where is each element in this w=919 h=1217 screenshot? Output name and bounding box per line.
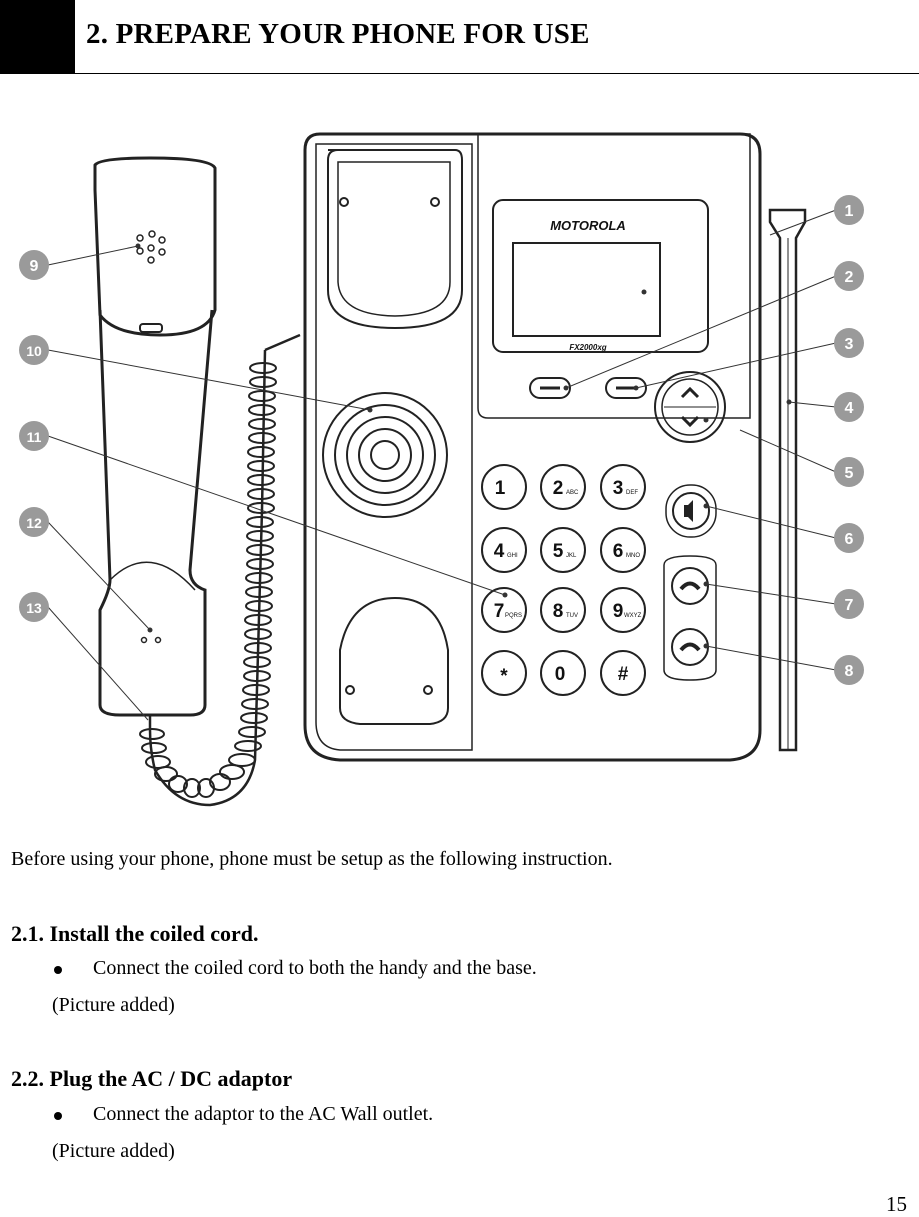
svg-text:4: 4 [845,400,854,417]
bullet-text: Connect the adaptor to the AC Wall outle… [93,1103,434,1125]
bullet-dot [54,966,62,974]
svg-text:2: 2 [553,478,564,499]
speaker-grill [322,392,448,518]
svg-text:MNO: MNO [626,553,640,559]
cradle-bottom [339,596,449,725]
callout-5 [834,457,864,487]
svg-text:7: 7 [845,597,854,614]
handset [93,156,217,717]
svg-text:5: 5 [553,541,564,562]
callout-12 [19,507,49,537]
callout-11 [19,421,49,451]
keypad [481,464,646,696]
callout-4 [834,392,864,422]
svg-text:11: 11 [27,429,42,445]
svg-text:WXYZ: WXYZ [624,613,642,619]
lcd-screen [512,242,661,337]
svg-text:3: 3 [613,478,624,499]
picture-note: (Picture added) [52,994,175,1016]
callout-3 [834,328,864,358]
callout-13 [19,592,49,622]
callout-6 [834,523,864,553]
section-heading-install-cord: 2.1. Install the coiled cord. [11,921,259,946]
speaker-key [672,492,710,530]
bullet-dot [54,1112,62,1120]
end-key [671,628,709,666]
phone-base-inner [315,143,473,751]
header-rule [75,73,919,74]
cradle-top [327,149,463,330]
svg-text:8: 8 [845,663,854,680]
svg-text:PQRS: PQRS [505,613,522,619]
svg-text:1: 1 [495,478,506,499]
display-bezel [492,199,709,353]
section-heading-plug-adaptor: 2.2. Plug the AC / DC adaptor [11,1066,293,1091]
left-soft-key [529,377,571,399]
display-panel [477,133,751,419]
svg-text:9: 9 [30,258,39,275]
svg-text:1: 1 [845,203,854,220]
svg-text:7: 7 [494,601,505,622]
svg-text:3: 3 [845,336,854,353]
svg-text:DEF: DEF [626,490,638,496]
svg-text:GHI: GHI [507,553,518,559]
header-black-block [0,0,75,74]
svg-text:6: 6 [845,531,854,548]
svg-text:0: 0 [555,664,566,685]
svg-text:13: 13 [26,600,42,616]
svg-text:JKL: JKL [566,553,577,559]
svg-text:10: 10 [26,343,42,359]
svg-text:TUV: TUV [566,613,578,619]
callout-9 [19,250,49,280]
callout-2 [834,261,864,291]
antenna [768,208,807,752]
model-label: FX2000xg [569,343,606,352]
brand-logo: MOTOROLA [550,218,626,233]
phone-base-outline [303,132,762,762]
svg-text:4: 4 [494,541,505,562]
svg-text:8: 8 [553,601,564,622]
callout-10 [19,335,49,365]
coiled-cord [148,333,301,807]
intro-text: Before using your phone, phone must be s… [11,848,613,870]
phone-diagram: MOTOROLA FX2000xg 1 2 3 4 5 6 7 8 9 * 0 … [0,110,919,830]
svg-text:2: 2 [845,269,854,286]
svg-text:#: # [618,664,629,685]
bullet-text: Connect the coiled cord to both the hand… [93,957,537,979]
picture-note: (Picture added) [52,1140,175,1162]
svg-text:12: 12 [26,515,42,531]
callout-8 [834,655,864,685]
svg-text:5: 5 [845,465,854,482]
svg-text:*: * [500,666,508,687]
callout-7 [834,589,864,619]
svg-text:ABC: ABC [566,490,579,496]
navigation-key [654,371,726,443]
page-title: 2. PREPARE YOUR PHONE FOR USE [86,18,590,50]
svg-text:6: 6 [613,541,624,562]
right-soft-key [605,377,647,399]
svg-text:9: 9 [613,601,624,622]
callout-1 [834,195,864,225]
call-key [671,567,709,605]
page-number: 15 [886,1192,907,1216]
